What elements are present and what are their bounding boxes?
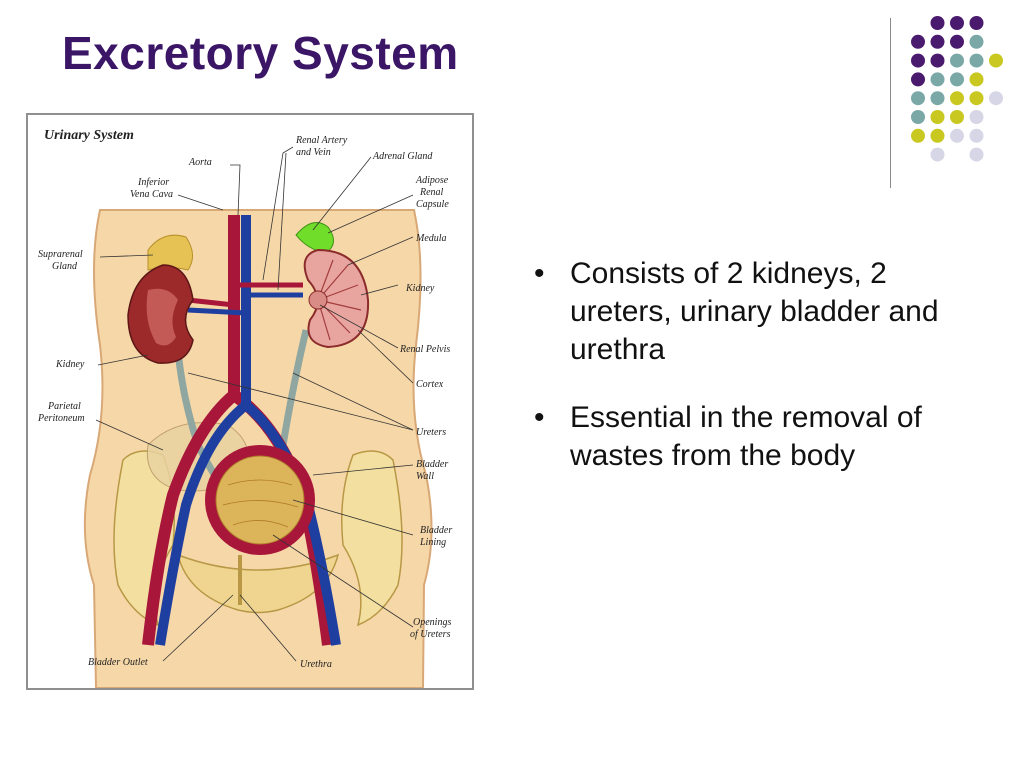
decorative-dot	[911, 53, 925, 68]
decorative-dot	[930, 16, 945, 30]
renal-pelvis-shape	[308, 290, 328, 310]
label-adipose-1: Adipose	[415, 175, 449, 186]
decorative-dot	[911, 72, 925, 87]
leader-lines	[95, 146, 414, 662]
iliac-vein-left	[155, 401, 250, 646]
label-adipose-3: Capsule	[416, 199, 449, 210]
decorative-dot	[969, 128, 984, 143]
label-bladder-wall-2: Wall	[416, 471, 434, 482]
label-parietal-2: Peritoneum	[37, 413, 85, 424]
decorative-dot	[950, 34, 964, 49]
decorative-dot	[930, 110, 945, 124]
decorative-dot	[950, 110, 964, 124]
decorative-dot	[930, 147, 945, 162]
label-bladder-outlet: Bladder Outlet	[88, 657, 148, 668]
decorative-dot	[950, 128, 964, 143]
label-aorta: Aorta	[188, 157, 212, 168]
label-kidney-left: Kidney	[55, 359, 85, 370]
bullet-item: • Essential in the removal of wastes fro…	[530, 399, 980, 475]
decorative-dot	[950, 53, 964, 68]
pelvis-bone-right	[341, 450, 403, 627]
decorative-dot	[930, 72, 945, 87]
label-medula: Medula	[415, 233, 447, 244]
renal-artery-left	[187, 297, 235, 308]
decorative-dot	[911, 128, 925, 143]
label-suprarenal-1: Suprarenal	[38, 249, 83, 260]
decorative-dot	[969, 53, 984, 68]
decorative-dot	[930, 128, 945, 143]
aorta-vessel	[142, 215, 240, 646]
urinary-system-diagram: Urinary System Aorta Inferior Vena Cava …	[26, 113, 474, 690]
label-adipose-2: Renal	[419, 187, 444, 198]
label-inferior-vena-cava-1: Inferior	[137, 177, 169, 188]
decorative-dot	[969, 147, 984, 162]
bullet-dot-icon: •	[534, 401, 545, 434]
decorative-dot	[930, 34, 945, 49]
bullet-text: Consists of 2 kidneys, 2 ureters, urinar…	[570, 257, 939, 366]
label-cortex: Cortex	[416, 379, 444, 390]
title-divider	[890, 18, 891, 188]
label-adrenal-gland: Adrenal Gland	[372, 151, 433, 162]
adrenal-gland-right	[295, 222, 334, 254]
decorative-dot-grid	[911, 16, 1003, 162]
bullet-dot-icon: •	[534, 257, 545, 290]
label-parietal-1: Parietal	[47, 401, 81, 412]
label-bladder-lining-1: Bladder	[420, 525, 452, 536]
decorative-dot	[969, 34, 984, 49]
decorative-dot	[950, 72, 964, 87]
label-bladder-lining-2: Lining	[419, 537, 446, 548]
bullet-item: • Consists of 2 kidneys, 2 ureters, urin…	[530, 255, 980, 369]
kidney-left-inner	[146, 288, 178, 346]
slide-title: Excretory System	[62, 27, 459, 79]
renal-vein-left	[187, 307, 247, 316]
bladder-texture	[222, 479, 299, 528]
decorative-dot	[930, 91, 945, 106]
label-kidney-right: Kidney	[405, 283, 435, 294]
label-ureters: Ureters	[416, 427, 446, 438]
decorative-dot	[969, 72, 984, 87]
decorative-dot	[989, 53, 1003, 68]
decorative-dot	[969, 110, 984, 124]
bullet-text: Essential in the removal of wastes from …	[570, 401, 922, 472]
decorative-dot	[969, 91, 984, 106]
decorative-dot	[911, 34, 925, 49]
label-openings-2: of Ureters	[410, 629, 451, 640]
decorative-dot	[950, 91, 964, 106]
label-urethra: Urethra	[300, 659, 332, 670]
decorative-dot	[989, 91, 1003, 106]
label-inferior-vena-cava-2: Vena Cava	[130, 189, 173, 200]
decorative-dot	[969, 16, 984, 30]
label-renal-artery-1: Renal Artery	[295, 135, 348, 146]
label-suprarenal-2: Gland	[52, 261, 78, 272]
label-renal-pelvis: Renal Pelvis	[399, 344, 450, 355]
decorative-dot	[950, 16, 964, 30]
pubic-bone	[176, 553, 340, 614]
diagram-title: Urinary System	[44, 128, 134, 143]
bladder-lining	[215, 455, 305, 545]
bullet-list: • Consists of 2 kidneys, 2 ureters, urin…	[530, 255, 980, 505]
decorative-dot	[911, 91, 925, 106]
label-openings-1: Openings	[413, 617, 451, 628]
label-renal-artery-2: and Vein	[296, 147, 331, 158]
decorative-dot	[911, 110, 925, 124]
label-bladder-wall-1: Bladder	[416, 459, 448, 470]
decorative-dot	[930, 53, 945, 68]
